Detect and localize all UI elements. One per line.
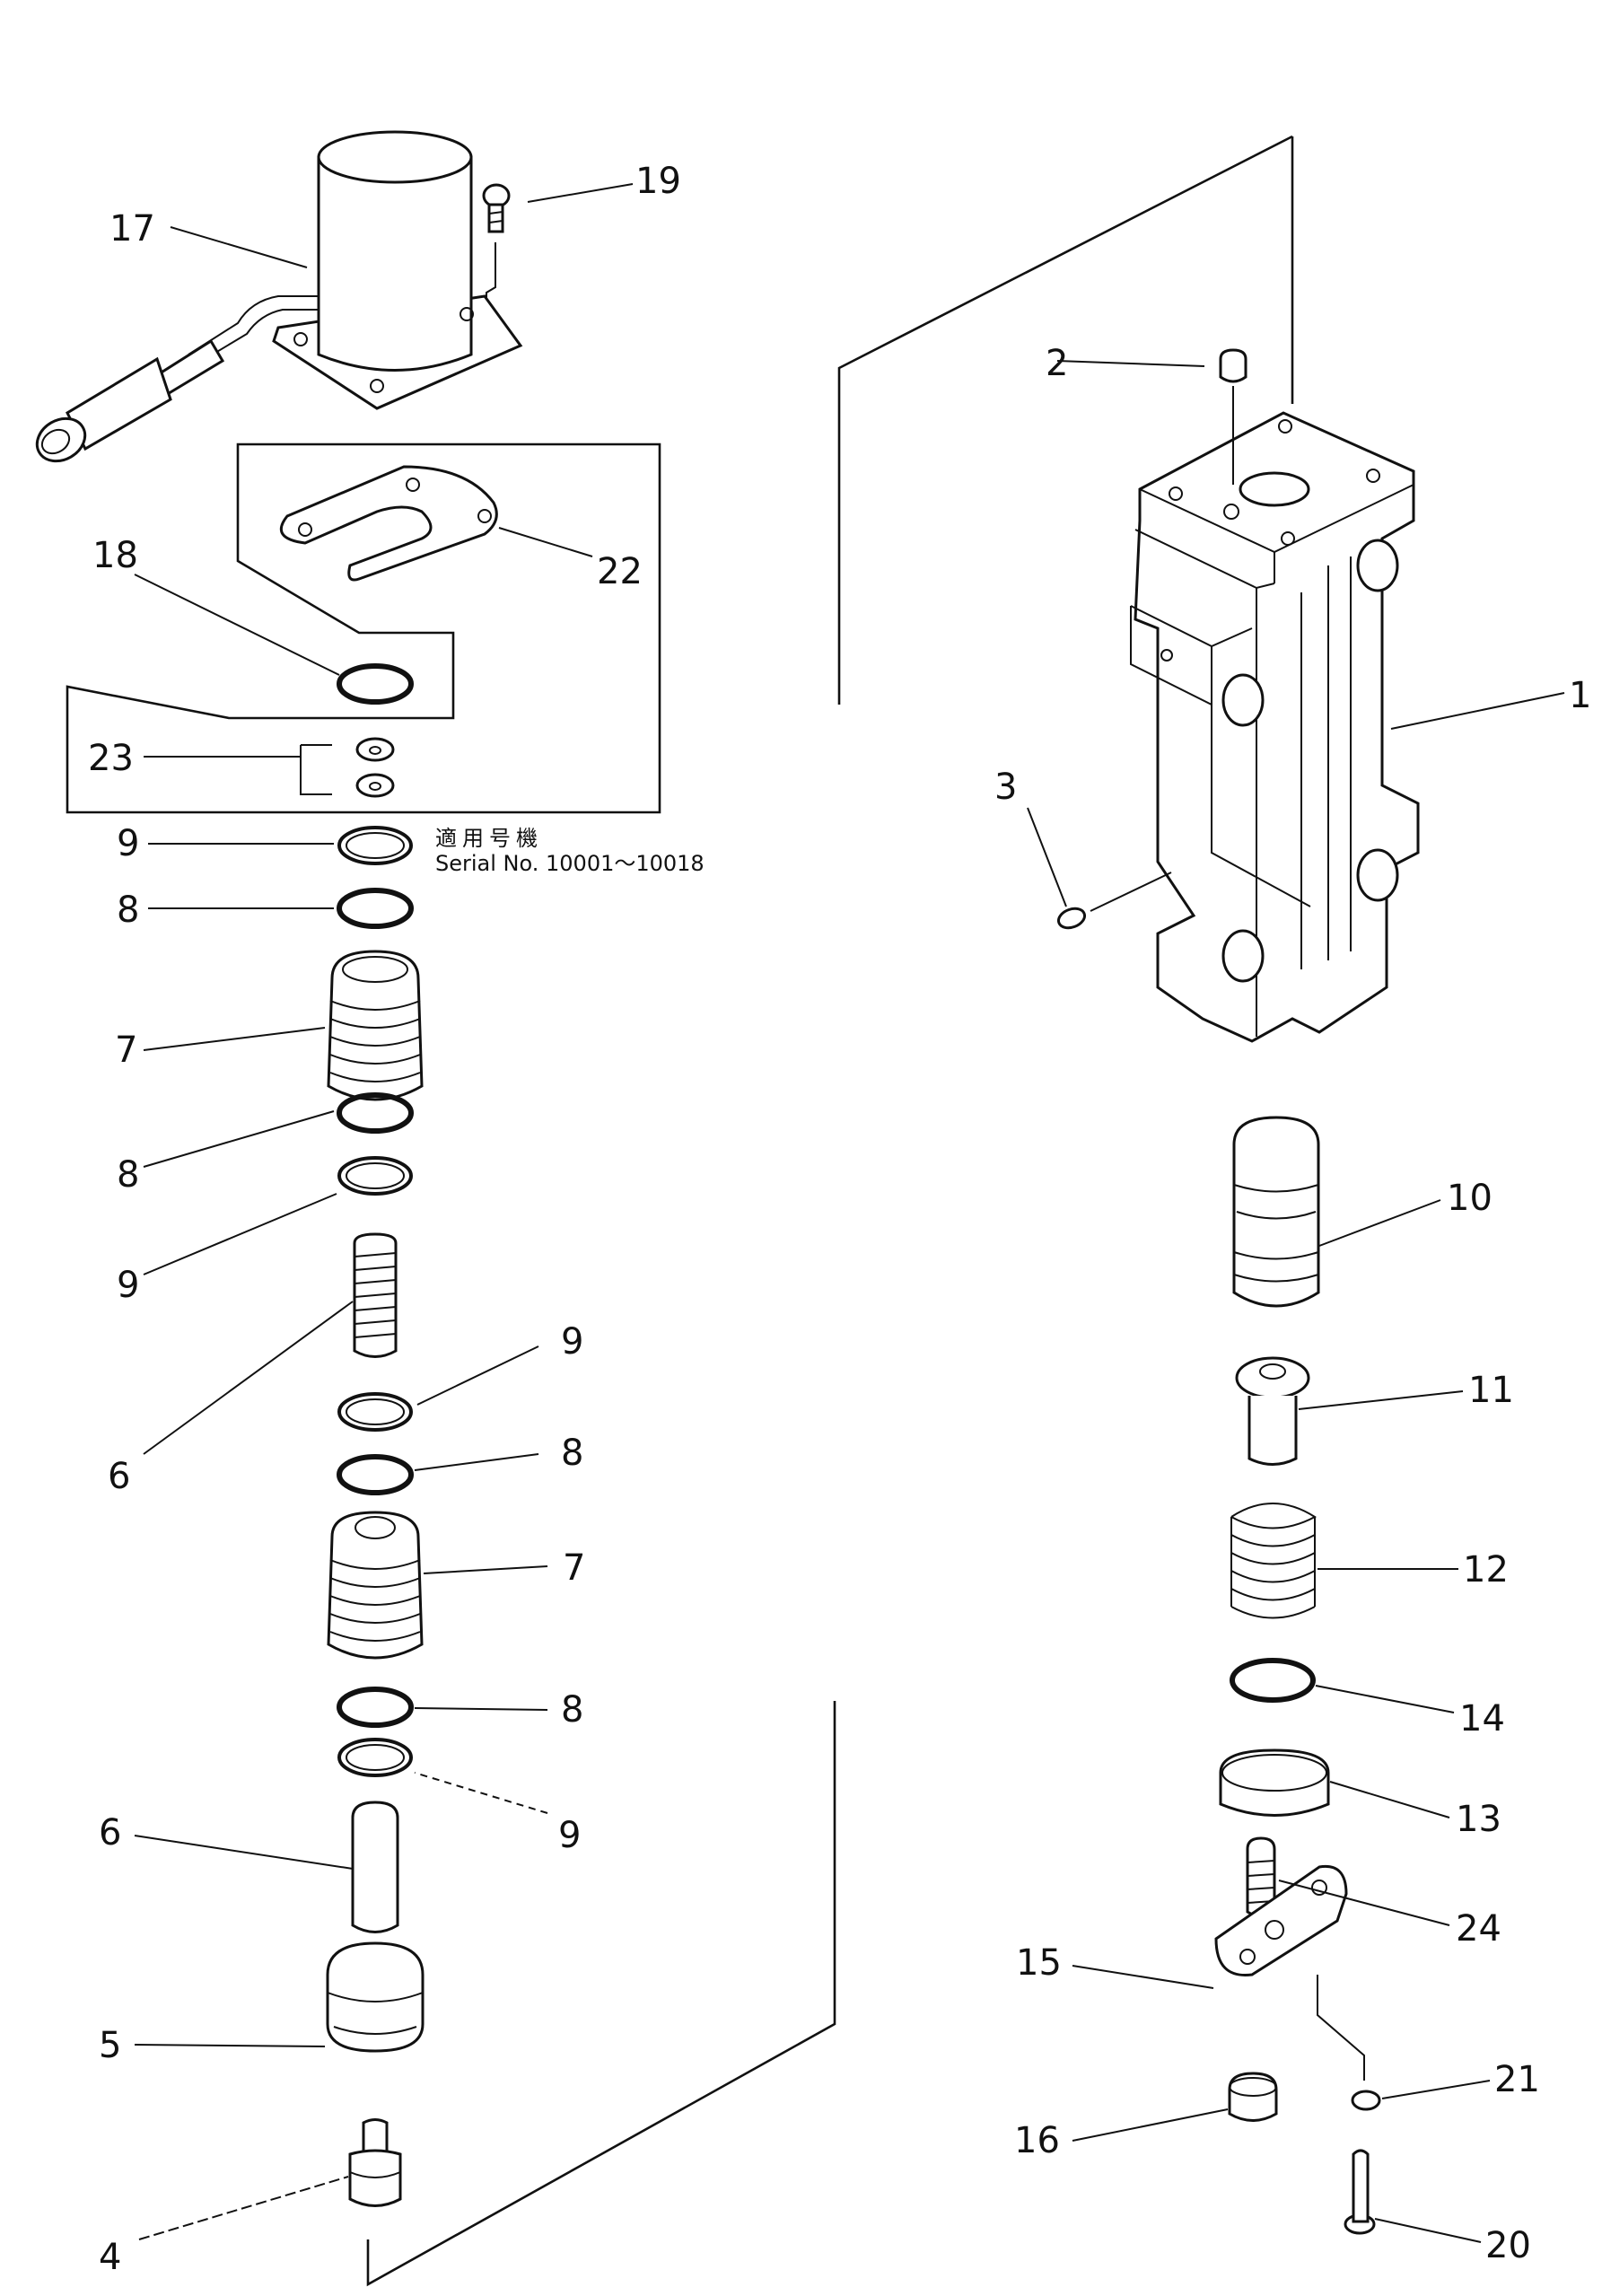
label-15: 15 (1016, 1942, 1062, 1984)
serial-note: 適用号機 Serial No. 10001～10018 (435, 826, 705, 876)
label-9-second: 9 (117, 1265, 139, 1306)
label-9-fourth: 9 (558, 1815, 581, 1856)
label-6-first: 6 (108, 1456, 130, 1497)
part-number-labels: 17 19 2 22 18 1 23 3 9 8 7 8 9 6 9 8 7 8… (88, 161, 1591, 2278)
label-21: 21 (1494, 2059, 1540, 2100)
plug-part-3 (1056, 872, 1172, 930)
leader-lines (134, 183, 1565, 2243)
label-7-second: 7 (563, 1547, 585, 1589)
label-20: 20 (1485, 2225, 1531, 2266)
label-12: 12 (1463, 1549, 1509, 1591)
label-24: 24 (1456, 1908, 1501, 1950)
label-4: 4 (99, 2237, 121, 2278)
label-7-first: 7 (115, 1030, 137, 1071)
label-8-third: 8 (561, 1433, 583, 1474)
label-1: 1 (1569, 675, 1591, 716)
label-6-second: 6 (99, 1812, 121, 1853)
solenoid-part (35, 130, 523, 463)
label-14: 14 (1459, 1698, 1505, 1740)
label-10: 10 (1447, 1178, 1493, 1219)
valve-body-part-1 (1130, 411, 1420, 1043)
label-3: 3 (994, 767, 1017, 808)
label-17: 17 (109, 208, 155, 250)
right-column-parts (1214, 1116, 1381, 2235)
label-8-fourth: 8 (561, 1689, 583, 1731)
label-9-first: 9 (117, 823, 139, 864)
label-23: 23 (88, 738, 134, 779)
serial-note-range: Serial No. 10001～10018 (435, 851, 705, 876)
label-22: 22 (597, 551, 643, 592)
label-13: 13 (1456, 1799, 1501, 1840)
gasket-part-22 (279, 465, 498, 582)
bolt-part-19 (482, 183, 511, 233)
label-19: 19 (635, 161, 681, 202)
left-column-parts (326, 663, 425, 2207)
label-9-third: 9 (561, 1321, 583, 1363)
label-8-second: 8 (117, 1154, 139, 1196)
serial-note-japanese: 適用号機 (435, 826, 543, 851)
label-11: 11 (1468, 1370, 1514, 1411)
serial-number-bracket (66, 443, 661, 814)
label-5: 5 (99, 2025, 121, 2066)
label-18: 18 (92, 535, 138, 576)
label-8-first: 8 (117, 889, 139, 931)
assembly-lines (366, 135, 1365, 2287)
label-16: 16 (1014, 2120, 1060, 2161)
plug-part-2 (1219, 348, 1247, 485)
label-2: 2 (1046, 343, 1068, 384)
